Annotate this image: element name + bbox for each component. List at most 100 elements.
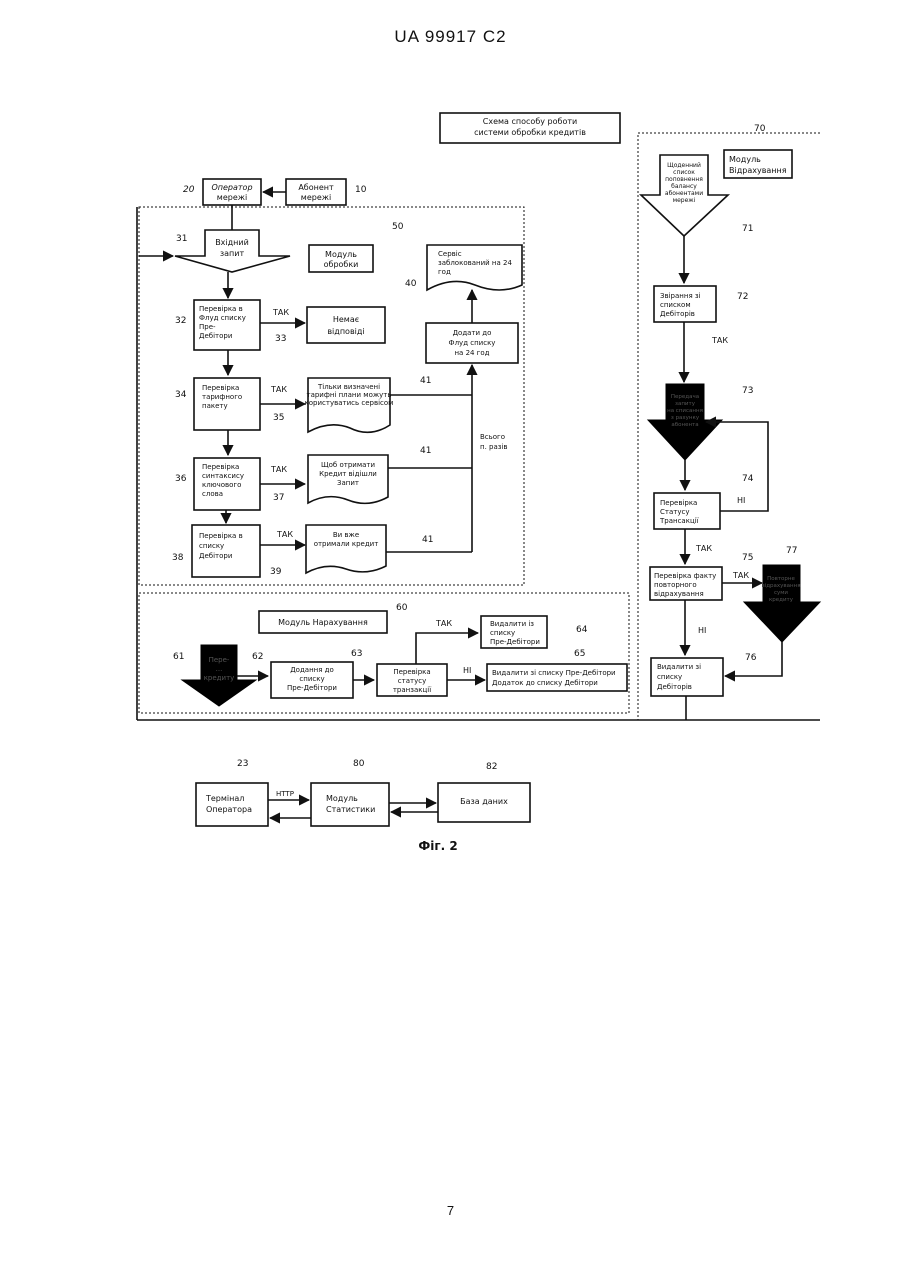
svg-text:Видалити із: Видалити із — [490, 620, 534, 628]
ref-74: 74 — [742, 474, 754, 484]
svg-text:відрахування: відрахування — [761, 583, 800, 589]
check-tx-status-box: Перевірка статусу транзакції — [377, 664, 447, 696]
ref-64: 64 — [576, 625, 588, 635]
svg-text:Пере-: Пере- — [209, 656, 230, 664]
svg-text:Передача: Передача — [671, 394, 699, 400]
svg-text:Статусу: Статусу — [660, 508, 689, 516]
svg-text:поповнення: поповнення — [665, 176, 703, 183]
ref-41b: 41 — [420, 446, 431, 456]
svg-text:Видалити зі: Видалити зі — [657, 663, 701, 671]
svg-text:НІ: НІ — [463, 666, 471, 675]
svg-text:Модуль: Модуль — [729, 155, 761, 164]
remove-debtors-box: Видалити зі списку Дебіторів — [651, 658, 723, 696]
ref-41c: 41 — [422, 535, 433, 545]
svg-text:Щоб отримати: Щоб отримати — [321, 461, 375, 469]
accrual-module-box: Модуль Нарахування — [259, 611, 387, 633]
svg-text:ТАК: ТАК — [276, 530, 293, 539]
svg-text:ТАК: ТАК — [711, 336, 728, 345]
tariff-only-document: Тільки визначені тарифні плани можуть ко… — [305, 378, 394, 432]
ref-36: 36 — [175, 474, 187, 484]
ref-39: 39 — [270, 567, 282, 577]
ref-41a: 41 — [420, 376, 431, 386]
svg-text:Додання до: Додання до — [290, 666, 334, 674]
match-debtors-box: Звірання зі списком Дебіторів — [654, 286, 716, 322]
svg-text:Повторне: Повторне — [767, 576, 795, 582]
svg-text:Щоденний: Щоденний — [667, 162, 701, 169]
total-times-label-2: п. разів — [480, 443, 508, 451]
svg-text:на 24 год: на 24 год — [454, 349, 489, 357]
svg-text:списком: списком — [660, 301, 691, 309]
svg-text:списку: списку — [299, 675, 324, 683]
check-tariff-box: Перевірка тарифного пакету — [194, 378, 260, 430]
ref-31: 31 — [176, 234, 187, 244]
svg-text:Звірання зі: Звірання зі — [660, 292, 701, 300]
svg-text:Термінал: Термінал — [205, 794, 244, 803]
ref-65: 65 — [574, 649, 585, 659]
svg-text:повторного: повторного — [654, 581, 697, 589]
ref-60: 60 — [396, 603, 408, 613]
svg-text:абонента: абонента — [671, 422, 698, 428]
svg-text:балансу: балансу — [671, 183, 697, 190]
ref-73: 73 — [742, 386, 753, 396]
svg-text:мережі: мережі — [673, 197, 696, 204]
svg-text:НІ: НІ — [698, 626, 706, 635]
svg-text:...: ... — [216, 665, 223, 673]
svg-text:Оператор: Оператор — [211, 183, 252, 192]
page-number: 7 — [0, 1203, 901, 1218]
svg-text:ТАК: ТАК — [272, 308, 289, 317]
ref-82: 82 — [486, 762, 497, 772]
ref-80: 80 — [353, 759, 365, 769]
svg-text:користуватись сервісом: користуватись сервісом — [305, 399, 394, 407]
operator-terminal-box: Термінал Оператора — [196, 783, 268, 826]
svg-text:Пре-Дебітори: Пре-Дебітори — [287, 684, 337, 692]
svg-text:запиту: запиту — [675, 401, 696, 407]
blocked-24h-document: Сервіс заблокований на 24 год — [427, 245, 522, 290]
statistics-module-box: Модуль Статистики — [311, 783, 389, 826]
no-reply-box: Немає відповіді — [307, 307, 385, 343]
svg-text:Відрахування: Відрахування — [729, 166, 787, 175]
svg-text:Пре-: Пре- — [199, 323, 216, 331]
database-box: База даних — [438, 783, 530, 822]
svg-text:Дебітори: Дебітори — [199, 552, 232, 560]
scheme-title-box: Схема способу роботи системи обробки кре… — [440, 113, 620, 143]
svg-text:тарифні плани можуть: тарифні плани можуть — [307, 391, 392, 399]
svg-text:кредиту: кредиту — [769, 597, 794, 603]
svg-text:Статистики: Статистики — [326, 805, 375, 814]
svg-text:синтаксису: синтаксису — [202, 472, 244, 480]
daily-list-arrow: Щоденний список поповнення балансу абоне… — [641, 155, 728, 236]
svg-text:відповіді: відповіді — [327, 327, 364, 336]
ref-34: 34 — [175, 390, 187, 400]
ref-50: 50 — [392, 222, 404, 232]
svg-text:Запит: Запит — [337, 479, 359, 487]
processing-module-box: Модуль обробки — [309, 245, 373, 272]
svg-text:ТАК: ТАК — [270, 465, 287, 474]
svg-text:Оператора: Оператора — [206, 805, 252, 814]
svg-text:Трансакції: Трансакції — [659, 517, 699, 525]
svg-text:Дебіторів: Дебіторів — [657, 683, 692, 691]
svg-text:слова: слова — [202, 490, 223, 498]
check-syntax-box: Перевірка синтаксису ключового слова — [194, 458, 260, 510]
deduction-module-box: Модуль Відрахування — [724, 150, 792, 178]
svg-text:Флуд списку: Флуд списку — [449, 339, 496, 347]
ref-77: 77 — [786, 546, 797, 556]
svg-text:списку: списку — [199, 542, 224, 550]
svg-text:ТАК: ТАК — [732, 571, 749, 580]
ref-37: 37 — [273, 493, 284, 503]
svg-text:Видалити зі списку Пре-Дебітор: Видалити зі списку Пре-Дебітори — [492, 669, 616, 677]
svg-text:НІ: НІ — [737, 496, 745, 505]
svg-text:список: список — [673, 169, 695, 176]
svg-text:Дебіторів: Дебіторів — [660, 310, 695, 318]
svg-text:з рахунку: з рахунку — [671, 415, 700, 421]
svg-text:Ви вже: Ви вже — [333, 531, 359, 539]
ref-75: 75 — [742, 553, 753, 563]
svg-text:Модуль: Модуль — [326, 794, 358, 803]
svg-text:ТАК: ТАК — [270, 385, 287, 394]
network-subscriber-box: Абонент мережі — [286, 179, 346, 205]
svg-text:статусу: статусу — [398, 677, 426, 685]
svg-text:Перевірка факту: Перевірка факту — [654, 572, 716, 580]
ref-32: 32 — [175, 316, 186, 326]
to-get-credit-document: Щоб отримати Кредит відішли Запит — [308, 455, 388, 503]
total-times-label-1: Всього — [480, 433, 505, 441]
already-got-credit-document: Ви вже отримали кредит — [306, 525, 386, 573]
svg-text:ТАК: ТАК — [695, 544, 712, 553]
